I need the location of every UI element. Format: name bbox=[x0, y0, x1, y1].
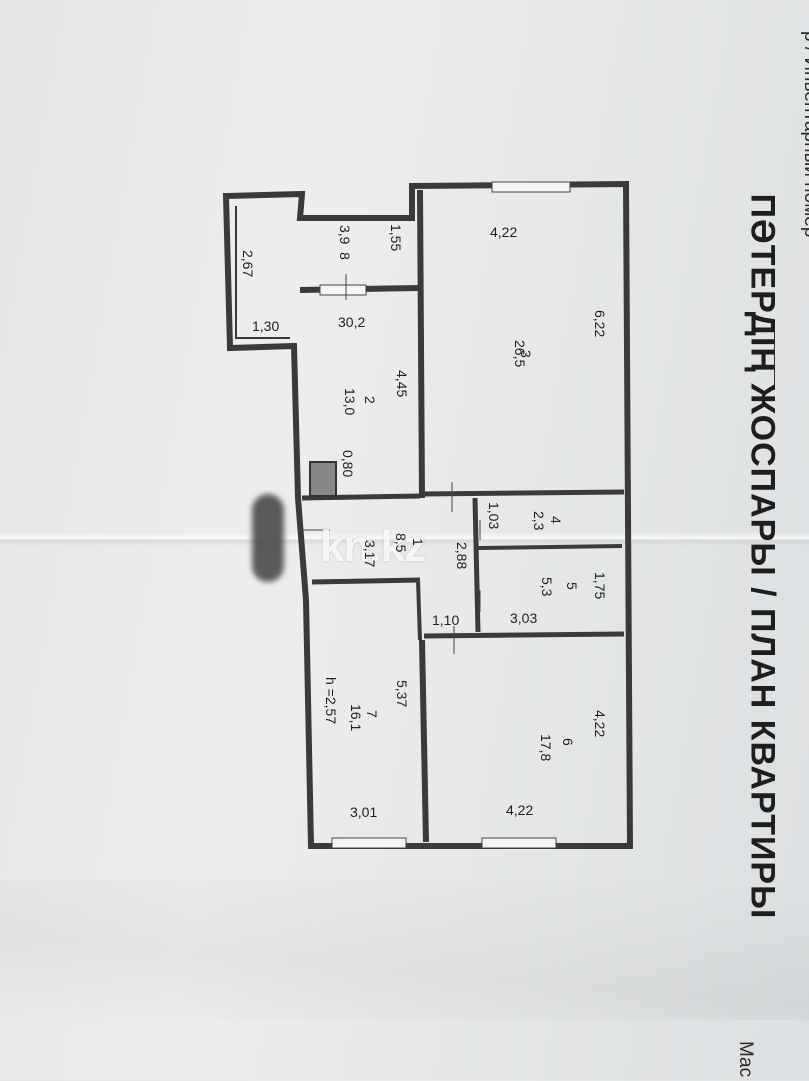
window-room7 bbox=[331, 837, 407, 849]
dim-label: 1,10 bbox=[432, 612, 460, 628]
wall-room2-bottom bbox=[301, 493, 421, 501]
room-area-label: 2,3 bbox=[531, 511, 547, 531]
dim-label: 0,80 bbox=[340, 450, 356, 478]
wall-room3-room2 bbox=[417, 189, 425, 499]
dim-label: 5,37 bbox=[394, 680, 410, 708]
wall-room7-right bbox=[416, 579, 422, 641]
dim-label: 4,22 bbox=[490, 224, 518, 240]
room-number-label: 2 bbox=[362, 396, 378, 404]
room-area-label: 13,0 bbox=[342, 388, 358, 416]
redaction-blur bbox=[252, 494, 284, 582]
room-number-label: 6 bbox=[560, 738, 576, 746]
dim-label: 1,30 bbox=[252, 318, 280, 334]
room-area-label: 16,1 bbox=[348, 704, 364, 732]
outer-wall bbox=[222, 180, 634, 849]
wall-room4-room5 bbox=[477, 544, 623, 550]
dim-label: 6,22 bbox=[592, 310, 608, 338]
room-number-label: 4 bbox=[548, 516, 564, 524]
dim-label: 3,03 bbox=[510, 610, 538, 626]
dim-label: 2,88 bbox=[454, 542, 470, 570]
window-room3 bbox=[491, 181, 571, 193]
niche-room2 bbox=[309, 461, 337, 497]
wall-room3-bottom bbox=[421, 489, 625, 497]
room-number-label: 7 bbox=[364, 710, 380, 718]
wall-corridor-room7 bbox=[311, 577, 421, 585]
watermark-logo: kn.kz bbox=[320, 522, 426, 571]
dim-label: 3,17 bbox=[362, 540, 378, 568]
inventory-underline bbox=[774, 320, 775, 390]
room-area-label: 8,5 bbox=[393, 533, 409, 553]
window-room8 bbox=[319, 284, 367, 296]
dim-label: 4,22 bbox=[592, 710, 608, 738]
window-room6 bbox=[481, 837, 557, 849]
dim-label: 4,22 bbox=[506, 802, 534, 818]
room-area-label: 17,8 bbox=[538, 734, 554, 762]
dim-label: 2,67 bbox=[240, 250, 256, 278]
room-number-label: 5 bbox=[564, 582, 580, 590]
wall-room5-room6 bbox=[423, 631, 625, 639]
ceiling-height-label: h =2,57 bbox=[323, 677, 339, 725]
room-number-label: 3 bbox=[518, 350, 534, 358]
dim-label: 1,75 bbox=[592, 572, 608, 600]
dim-label: 1,55 bbox=[388, 224, 404, 252]
dim-label: 3,01 bbox=[350, 804, 378, 820]
dim-label: 4,45 bbox=[394, 370, 410, 398]
wall-balcony-inner bbox=[235, 206, 290, 339]
room-area-label: 5,3 bbox=[539, 577, 555, 597]
paper-shadow bbox=[0, 880, 809, 1020]
dim-label: 1,03 bbox=[486, 502, 502, 530]
paper-fold-crease bbox=[0, 532, 809, 546]
room-number-label: 1 bbox=[410, 538, 426, 546]
dim-label: 30,2 bbox=[338, 314, 366, 330]
room-number-label: 8 bbox=[337, 252, 353, 260]
wall-corridor-room4 bbox=[472, 497, 481, 633]
wall-room7-room6 bbox=[419, 639, 429, 843]
